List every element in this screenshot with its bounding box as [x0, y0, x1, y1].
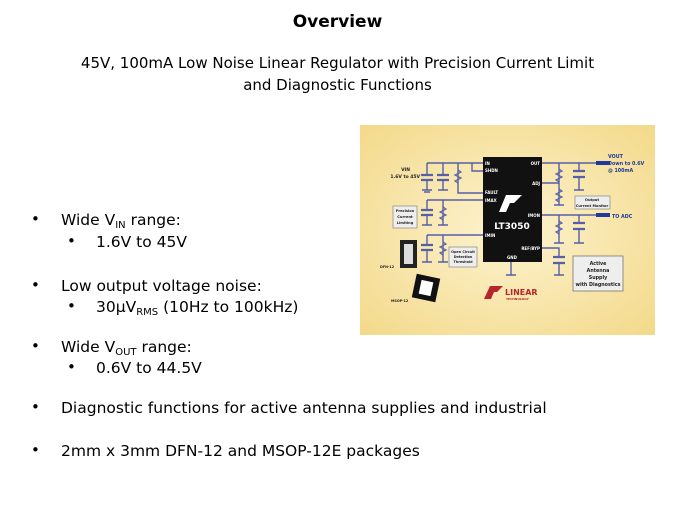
logo-subtext: TECHNOLOGY [506, 297, 530, 301]
pin-label: IMON [528, 213, 540, 218]
bullet-diagnostic: Diagnostic functions for active antenna … [61, 399, 547, 417]
resistors [438, 168, 564, 256]
vout-terminal [596, 161, 610, 165]
lt-logo-icon [499, 195, 522, 212]
linear-technology-logo: LINEAR TECHNOLOGY [484, 286, 538, 301]
dfn-package: DFN-12 [380, 240, 417, 269]
slide-subtitle: 45V, 100mA Low Noise Linear Regulator wi… [0, 52, 675, 96]
adc-terminal [596, 213, 610, 217]
circuit-diagram: LT3050 IN SHDN FAULT IMAX IMIN OUT ADJ I… [360, 125, 655, 335]
capacitors [421, 169, 585, 265]
text: range: [125, 211, 181, 229]
pin-label: REF/BYP [521, 246, 540, 251]
callout-text: with Diagnostics [576, 282, 621, 288]
callout-text: Detection [454, 255, 473, 259]
pin-label: IMIN [485, 233, 495, 238]
callout-precision: Precision Current Limiting [392, 205, 418, 229]
text: (10Hz to 100kHz) [158, 298, 299, 316]
bullet-packages: 2mm x 3mm DFN-12 and MSOP-12E packages [61, 442, 420, 460]
vout-line: @ 100mA [608, 168, 633, 174]
vout-line: Down to 0.6V [608, 161, 645, 167]
sub-bullet-vin-range: 1.6V to 45V [96, 233, 187, 251]
callout-antenna: Active Antenna Supply with Diagnostics [572, 255, 624, 292]
subtitle-line-2: and Diagnostic Functions [243, 76, 432, 94]
msop-package: MSOP-12 [391, 273, 441, 303]
bullet-dot: • [67, 358, 76, 376]
subscript: OUT [115, 347, 137, 358]
bullet-noise: Low output voltage noise: [61, 277, 262, 295]
callout-text: Threshold [453, 260, 473, 264]
wires [426, 162, 605, 275]
chip-name: LT3050 [494, 222, 529, 232]
vin-label: VIN [401, 167, 410, 173]
vin-range: 1.6V to 45V [390, 174, 420, 180]
bullet-dot: • [31, 337, 40, 355]
callout-open-circuit: Open Circuit Detection Threshold [448, 246, 478, 268]
subscript: RMS [136, 307, 159, 318]
msop-label: MSOP-12 [391, 299, 409, 303]
bullet-dot: • [67, 232, 76, 250]
vout-label: VOUT [608, 154, 624, 160]
callout-text: Supply [589, 275, 608, 281]
bullet-dot: • [31, 210, 40, 228]
callout-text: Antenna [587, 268, 610, 274]
pin-label: IMAX [485, 198, 497, 203]
callout-text: Active [590, 261, 608, 267]
bullet-vin: Wide VIN range: [61, 210, 181, 231]
pin-label: SHDN [485, 168, 498, 173]
callout-text: Precision [396, 209, 415, 213]
pin-label: IN [485, 161, 490, 166]
bullet-dot: • [31, 276, 40, 294]
callout-text: Current Monitor [576, 204, 609, 208]
pin-label: OUT [531, 161, 541, 166]
to-adc-label: TO ADC [612, 214, 633, 220]
subtitle-line-1: 45V, 100mA Low Noise Linear Regulator wi… [80, 54, 595, 72]
text: Wide V [61, 211, 116, 229]
dfn-label: DFN-12 [380, 265, 395, 269]
text: Wide V [61, 338, 116, 356]
grounds [422, 189, 584, 276]
logo-text: LINEAR [505, 288, 538, 297]
sub-bullet-noise-value: 30µVRMS (10Hz to 100kHz) [96, 297, 299, 318]
callout-text: Output [585, 198, 599, 202]
text: 30µV [96, 298, 137, 316]
pin-label: FAULT [485, 190, 498, 195]
callout-output-monitor: Output Current Monitor [574, 195, 611, 210]
bullet-vout: Wide VOUT range: [61, 337, 192, 358]
pin-label: ADJ [532, 181, 540, 186]
pin-label: GND [507, 255, 518, 260]
bullet-dot: • [67, 297, 76, 315]
subscript: IN [115, 220, 126, 231]
text: range: [136, 338, 192, 356]
callout-text: Open Circuit [451, 250, 475, 254]
sub-bullet-vout-range: 0.6V to 44.5V [96, 359, 202, 377]
callout-text: Limiting [397, 221, 414, 225]
slide-title: Overview [292, 12, 383, 32]
callout-text: Current [397, 215, 413, 219]
bullet-dot: • [31, 398, 40, 416]
lt3050-chip [483, 157, 542, 262]
bullet-dot: • [31, 441, 40, 459]
